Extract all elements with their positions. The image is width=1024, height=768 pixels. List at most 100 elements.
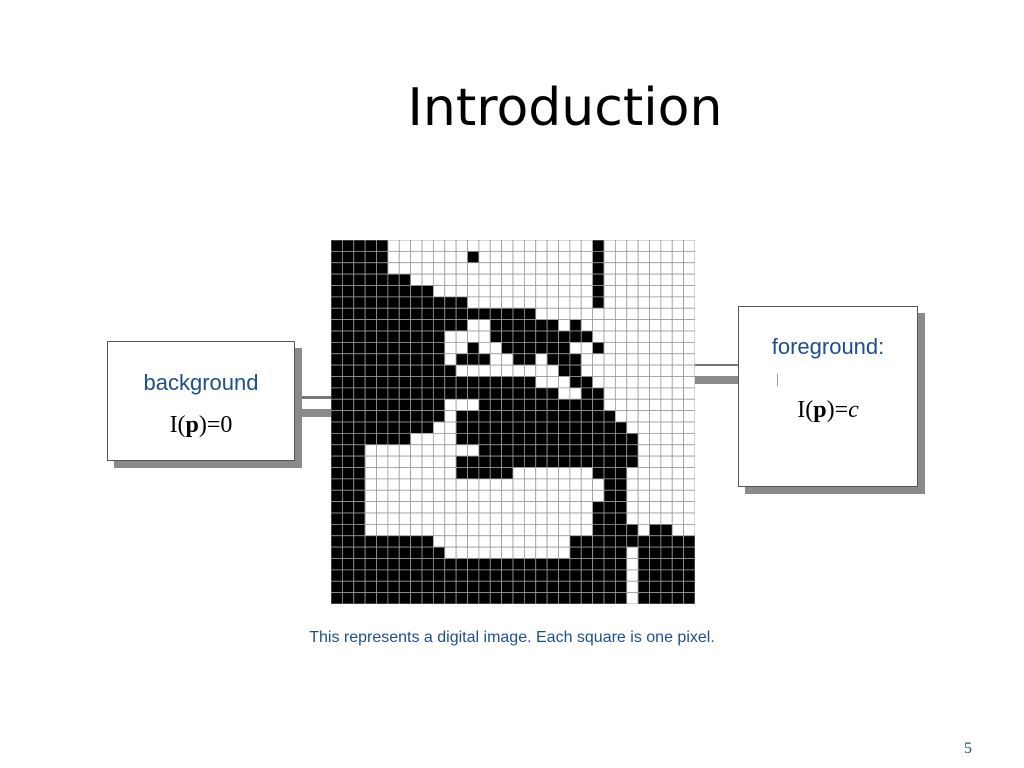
foreground-pixel <box>467 387 480 400</box>
background-pixel <box>660 467 673 480</box>
background-pixel <box>444 330 457 343</box>
background-pixel <box>387 240 400 252</box>
background-pixel <box>569 523 582 537</box>
foreground-pixel <box>353 341 366 355</box>
foreground-pixel <box>501 341 514 355</box>
background-pixel <box>387 523 400 537</box>
foreground-pixel <box>421 546 434 559</box>
foreground-pixel <box>376 240 389 252</box>
background-pixel <box>580 296 594 309</box>
foreground-pixel <box>523 432 537 446</box>
foreground-pixel <box>478 398 491 412</box>
foreground-pixel <box>478 353 491 366</box>
foreground-pixel <box>410 296 423 309</box>
foreground-pixel <box>421 410 434 423</box>
background-pixel <box>376 455 389 468</box>
foreground-pixel <box>364 319 377 332</box>
foreground-pixel <box>353 569 366 582</box>
foreground-pixel <box>614 432 628 446</box>
foreground-pixel <box>592 285 605 298</box>
background-pixel <box>683 489 695 503</box>
background-pixel <box>364 512 377 525</box>
foreground-pixel <box>455 307 468 321</box>
foreground-pixel <box>512 455 525 468</box>
foreground-pixel <box>398 580 412 594</box>
foreground-pixel <box>341 307 355 321</box>
foreground-pixel <box>501 444 514 457</box>
foreground-pixel <box>455 410 468 423</box>
foreground-pixel <box>398 421 412 434</box>
background-pixel <box>546 535 559 548</box>
background-pixel <box>649 250 662 264</box>
foreground-pixel <box>353 387 366 400</box>
background-pixel <box>637 444 650 457</box>
foreground-pixel <box>364 262 377 275</box>
background-pixel <box>614 250 628 264</box>
foreground-pixel <box>353 364 366 377</box>
background-pixel <box>626 319 639 332</box>
background-pixel <box>660 307 673 321</box>
foreground-pixel <box>489 376 503 389</box>
background-pixel <box>455 444 468 457</box>
foreground-pixel <box>467 341 480 355</box>
foreground-pixel <box>580 546 594 559</box>
foreground-pixel <box>467 421 480 434</box>
background-pixel <box>580 512 594 525</box>
background-pixel <box>421 455 434 468</box>
foreground-pixel <box>671 535 685 548</box>
background-pixel <box>523 512 537 525</box>
foreground-pixel <box>603 512 616 525</box>
background-pixel <box>569 285 582 298</box>
background-pixel <box>432 523 446 537</box>
foreground-pixel <box>467 467 480 480</box>
foreground-pixel <box>535 410 548 423</box>
foreground-pixel <box>410 546 423 559</box>
foreground-pixel <box>341 330 355 343</box>
background-pixel <box>626 341 639 355</box>
foreground-pixel <box>331 444 343 457</box>
foreground-pixel <box>398 592 412 604</box>
foreground-pixel <box>387 285 400 298</box>
background-pixel <box>603 285 616 298</box>
background-pixel <box>580 353 594 366</box>
background-pixel <box>580 240 594 252</box>
foreground-pixel <box>376 330 389 343</box>
background-pixel <box>671 421 685 434</box>
background-pixel <box>660 387 673 400</box>
foreground-pixel <box>478 387 491 400</box>
background-pixel <box>558 319 571 332</box>
background-pixel <box>410 250 423 264</box>
background-pixel <box>398 240 412 252</box>
foreground-pixel <box>592 580 605 594</box>
foreground-pixel <box>421 569 434 582</box>
foreground-pixel <box>626 432 639 446</box>
foreground-pixel <box>341 592 355 604</box>
foreground-pixel <box>512 569 525 582</box>
foreground-pixel <box>523 569 537 582</box>
foreground-pixel <box>546 398 559 412</box>
background-pixel <box>421 273 434 286</box>
foreground-pixel <box>467 376 480 389</box>
foreground-pixel <box>558 421 571 434</box>
background-pixel <box>558 546 571 559</box>
foreground-pixel <box>535 558 548 571</box>
background-pixel <box>637 421 650 434</box>
background-pixel <box>455 489 468 503</box>
background-pixel <box>683 296 695 309</box>
foreground-pixel <box>444 307 457 321</box>
background-pixel <box>626 364 639 377</box>
background-pixel <box>637 467 650 480</box>
background-pixel <box>398 262 412 275</box>
background-pixel <box>467 523 480 537</box>
foreground-pixel <box>455 387 468 400</box>
foreground-pixel <box>410 353 423 366</box>
background-pixel <box>455 364 468 377</box>
foreground-pixel <box>580 569 594 582</box>
foreground-pixel <box>478 558 491 571</box>
background-pixel <box>671 285 685 298</box>
foreground-pixel <box>410 341 423 355</box>
background-pixel <box>569 387 582 400</box>
background-pixel <box>535 501 548 514</box>
foreground-pixel <box>432 330 446 343</box>
foreground-pixel <box>421 398 434 412</box>
